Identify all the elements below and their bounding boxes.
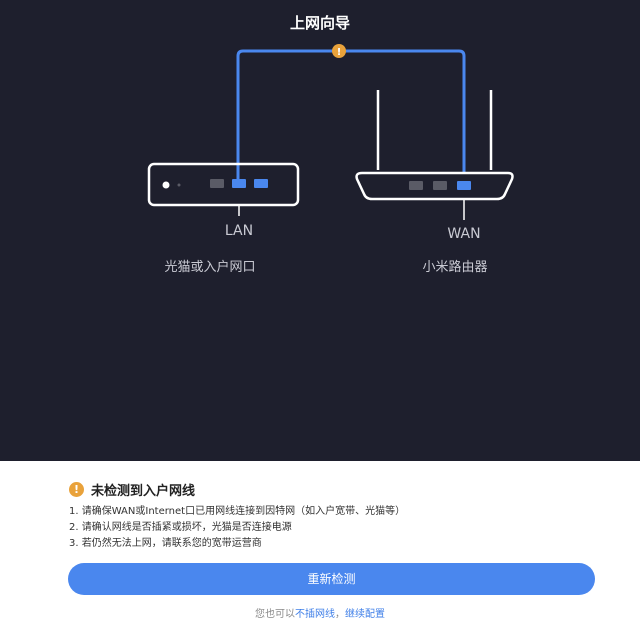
warning-icon: ! — [69, 481, 84, 497]
continue-config-link[interactable]: 继续配置 — [345, 609, 385, 620]
alert-header: ! 未检测到入户网线 — [69, 480, 196, 499]
tip-item: 3. 若仍然无法上网，请联系您的宽带运营商 — [69, 538, 262, 549]
alert-title: 未检测到入户网线 — [91, 483, 196, 499]
tip-item: 2. 请确认网线是否插紧或损坏，光猫是否连接电源 — [69, 522, 292, 533]
power-indicator-icon — [162, 181, 170, 189]
router-device — [355, 90, 514, 220]
troubleshooting-list: 1. 请确保WAN或Internet口已用网线连接到因特网（如入户宽带、光猫等）… — [69, 504, 609, 552]
retry-detection-button[interactable]: 重新检测 — [68, 563, 595, 595]
cable-warning-icon: ! — [332, 44, 346, 58]
page-title: 上网向导 — [289, 14, 350, 32]
router-port-1 — [409, 181, 423, 190]
lan-label: LAN — [224, 223, 254, 239]
modem-port-1 — [210, 179, 224, 188]
router-port-2 — [433, 181, 447, 190]
footer-separator: ， — [335, 609, 345, 620]
modem-label: 光猫或入户网口 — [164, 260, 256, 275]
tip-item: 1. 请确保WAN或Internet口已用网线连接到因特网（如入户宽带、光猫等） — [69, 506, 406, 517]
svg-text:!: ! — [337, 47, 342, 58]
status-led-icon — [177, 183, 181, 187]
footer-prefix: 您也可以 — [255, 609, 295, 620]
alert-panel: ! 未检测到入户网线 1. 请确保WAN或Internet口已用网线连接到因特网… — [0, 461, 640, 626]
network-cable — [236, 49, 466, 184]
no-cable-link[interactable]: 不插网线 — [295, 609, 335, 620]
setup-diagram-panel: 上网向导 ! LAN WAN 光猫或入户网口 — [0, 0, 640, 461]
router-label: 小米路由器 — [422, 260, 488, 275]
modem-port-lan — [232, 179, 246, 188]
router-port-wan — [457, 181, 471, 190]
modem-port-3 — [254, 179, 268, 188]
wan-label: WAN — [447, 226, 481, 242]
modem-device — [147, 162, 300, 216]
connection-diagram: ! — [147, 44, 514, 220]
footer-links: 您也可以不插网线，继续配置 — [0, 605, 640, 620]
